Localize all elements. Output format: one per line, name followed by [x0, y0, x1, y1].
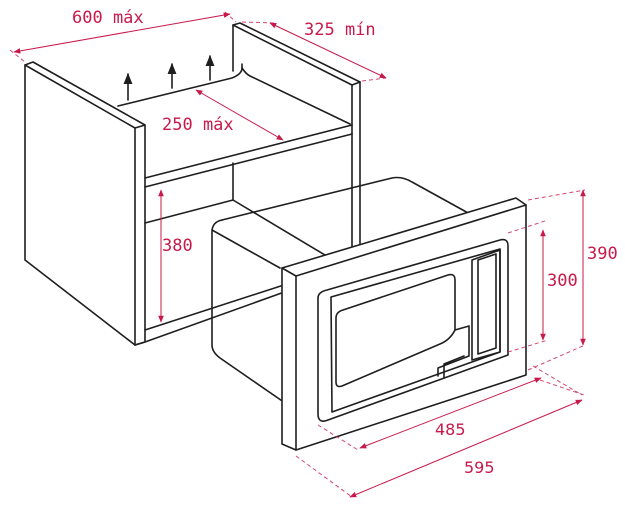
dimension-lines — [9, 11, 586, 498]
cabinet-width-label: 600 máx — [72, 8, 144, 28]
airflow-arrows — [123, 54, 215, 101]
frame-height-label: 390 — [587, 244, 618, 264]
frame-width-label: 595 — [464, 458, 495, 477]
body-width-label: 485 — [435, 420, 466, 439]
niche-height-label: 380 — [162, 236, 193, 256]
microwave — [211, 176, 527, 451]
body-height-label: 300 — [547, 271, 578, 291]
cabinet-depth-label: 325 mín — [304, 20, 376, 40]
vent-gap-label: 250 máx — [162, 115, 234, 135]
